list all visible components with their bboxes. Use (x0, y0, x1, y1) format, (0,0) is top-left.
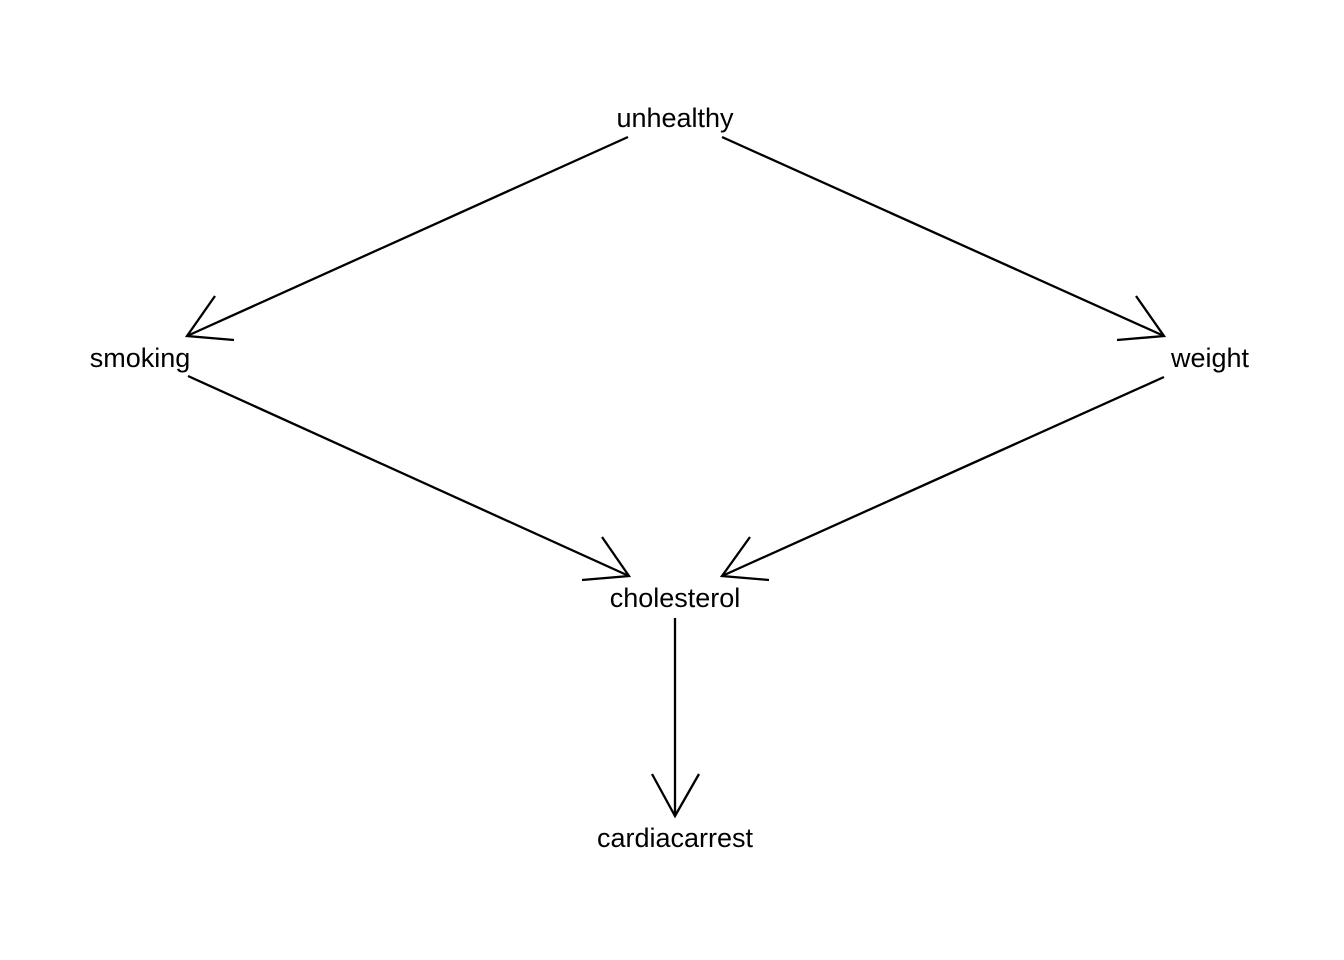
edge-line (187, 374, 630, 578)
arrowhead-icon (581, 536, 632, 582)
node-cardiacarrest: cardiacarrest (597, 823, 754, 853)
edge-line (721, 135, 1165, 338)
edge-unhealthy-to-smoking (184, 135, 629, 342)
edge-line (721, 375, 1165, 578)
nodes-layer: unhealthy smoking weight cholesterol car… (90, 103, 1250, 853)
edge-cholesterol-to-cardiacarrest (650, 618, 700, 819)
edge-smoking-to-cholesterol (187, 374, 632, 582)
node-weight: weight (1170, 343, 1250, 373)
node-unhealthy: unhealthy (616, 103, 734, 133)
edge-unhealthy-to-weight (721, 135, 1167, 342)
arrowhead-icon (719, 536, 770, 582)
edges-layer (184, 135, 1167, 819)
node-cholesterol: cholesterol (610, 583, 741, 613)
arrowhead-icon (1116, 295, 1167, 342)
node-smoking: smoking (90, 343, 191, 373)
edge-weight-to-cholesterol (719, 375, 1165, 582)
edge-line (186, 135, 629, 338)
arrowhead-icon (650, 773, 700, 819)
arrowhead-icon (184, 295, 235, 342)
